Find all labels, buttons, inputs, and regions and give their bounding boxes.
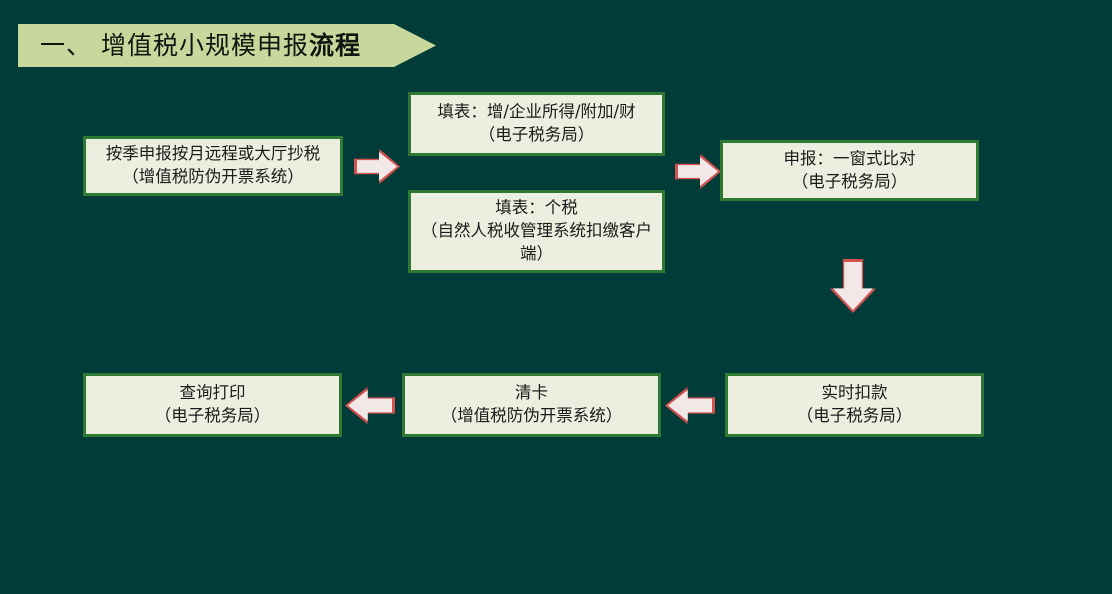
process-box-line: 申报：一窗式比对 (783, 148, 916, 168)
process-box-line: （电子税务局） (796, 406, 913, 425)
process-box-step2b[interactable]: 填表：个税 （自然人税收管理系统扣缴客户端） (410, 192, 663, 271)
process-box-step6[interactable]: 查询打印 （电子税务局） (85, 375, 340, 435)
process-box-line: 清卡 (515, 383, 548, 403)
arrow-left-icon (665, 387, 715, 424)
arrow-fill (833, 262, 873, 310)
process-box-text: 实时扣款 （电子税务局） (734, 382, 975, 428)
process-box-text: 填表：增/企业所得/附加/财 （电子税务局） (417, 101, 656, 147)
process-box-step5[interactable]: 清卡 （增值税防伪开票系统） (404, 375, 659, 435)
process-box-text: 按季申报按月远程或大厅抄税 （增值税防伪开票系统） (92, 143, 334, 189)
process-box-text: 清卡 （增值税防伪开票系统） (411, 382, 652, 428)
arrow-fill (668, 390, 712, 421)
arrow-right-icon (354, 149, 400, 184)
arrow-fill (348, 390, 392, 421)
process-box-line: （自然人税收管理系统扣缴客户端） (421, 221, 652, 263)
arrow-down-icon (830, 259, 876, 313)
section-title-emphasis: 流程 (308, 31, 361, 60)
section-title-banner: 一、 增值税小规模申报流程 (18, 24, 436, 67)
process-box-line: 查询打印 (179, 383, 246, 403)
process-box-line: 实时扣款 (821, 383, 888, 403)
section-title-prefix: 一、 增值税小规模申报 (40, 31, 309, 60)
process-box-text: 查询打印 （电子税务局） (92, 382, 333, 428)
arrow-right-icon (675, 154, 721, 189)
process-box-step4[interactable]: 实时扣款 （电子税务局） (727, 375, 982, 435)
process-box-line: 按季申报按月远程或大厅抄税 (105, 144, 321, 164)
process-box-line: （增值税防伪开票系统） (122, 167, 304, 186)
process-box-line: （电子税务局） (478, 125, 595, 144)
process-box-step3[interactable]: 申报：一窗式比对 （电子税务局） (722, 142, 977, 199)
process-box-step2a[interactable]: 填表：增/企业所得/附加/财 （电子税务局） (410, 94, 663, 154)
process-box-line: （增值税防伪开票系统） (440, 406, 623, 425)
process-box-line: 填表：个税 (495, 198, 578, 218)
process-box-line: 填表：增/企业所得/附加/财 (437, 102, 636, 122)
arrow-left-icon (345, 387, 395, 424)
process-box-line: （电子税务局） (154, 406, 271, 425)
process-box-line: （电子税务局） (791, 171, 908, 191)
process-box-text: 填表：个税 （自然人税收管理系统扣缴客户端） (417, 197, 656, 265)
arrow-fill (678, 157, 718, 186)
process-box-step1[interactable]: 按季申报按月远程或大厅抄税 （增值税防伪开票系统） (85, 138, 341, 194)
process-box-text: 申报：一窗式比对 （电子税务局） (729, 148, 970, 194)
arrow-fill (357, 152, 397, 181)
section-title-text: 一、 增值税小规模申报流程 (40, 33, 361, 58)
